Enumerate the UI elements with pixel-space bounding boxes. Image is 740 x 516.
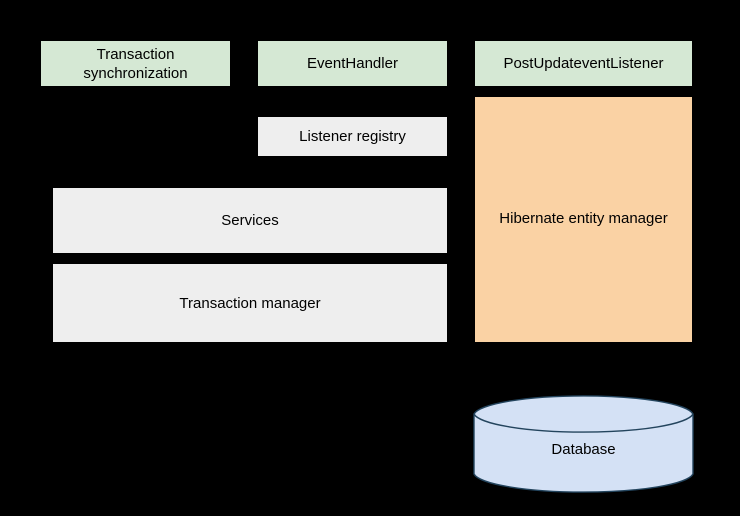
node-label: Database [551,440,616,458]
node-label: Listener registry [299,128,406,145]
node-event-handler[interactable]: EventHandler [258,41,447,86]
node-label: EventHandler [307,55,398,72]
node-hibernate-entity-manager[interactable]: Hibernate entity manager [475,97,692,342]
node-label: PostUpdateventListener [503,55,664,72]
node-label-line2: synchronization [83,64,188,82]
node-services[interactable]: Services [53,188,447,253]
node-label: Hibernate entity manager [499,210,668,227]
node-label: Transaction manager [179,294,321,312]
node-label-line1: Transaction [96,45,175,63]
node-transaction-manager[interactable]: Transaction manager [53,264,447,342]
node-database[interactable]: Database [473,393,694,495]
node-post-update-event-listener[interactable]: PostUpdateventListener [475,41,692,86]
node-label: Services [221,212,279,229]
node-listener-registry[interactable]: Listener registry [258,117,447,156]
database-cylinder-icon [473,395,694,493]
